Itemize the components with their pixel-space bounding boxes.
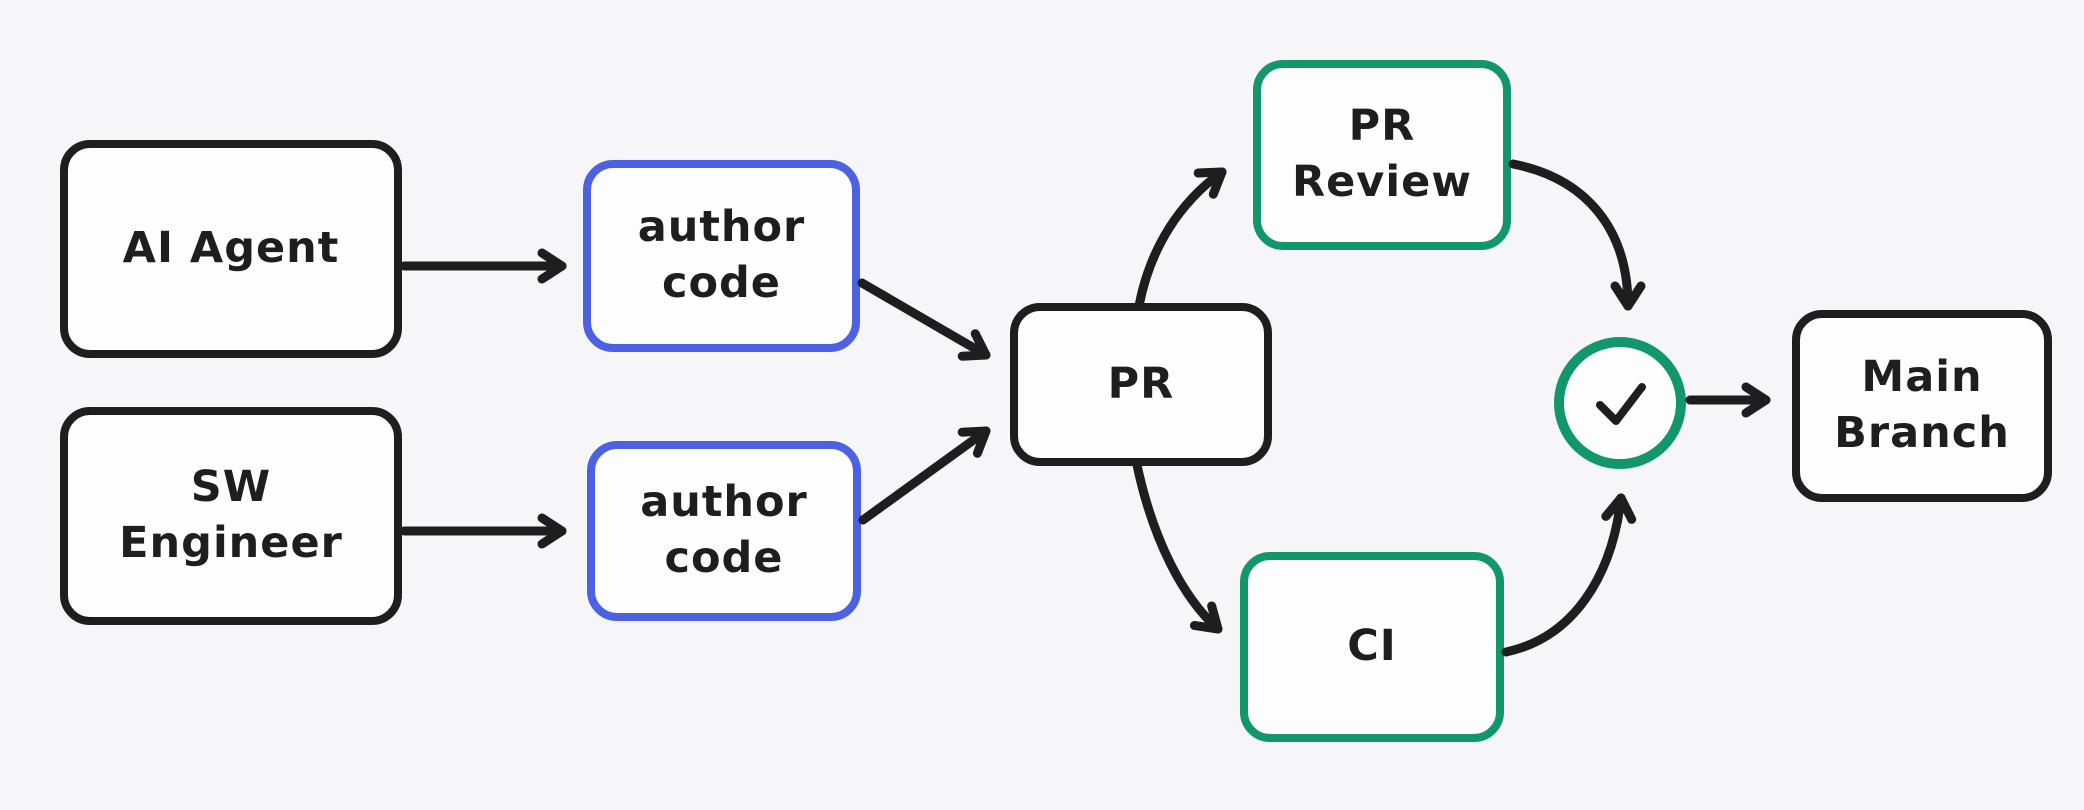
node-ci: CI [1240, 552, 1504, 742]
checkmark-icon [1596, 383, 1646, 425]
node-pr-review: PR Review [1253, 60, 1511, 250]
node-sw-engineer: SW Engineer [60, 407, 402, 625]
edge-pr-to-ci [1132, 460, 1223, 634]
node-author-code-top: author code [583, 160, 860, 352]
edge-author-code-bottom-to-pr [858, 426, 991, 525]
node-check-circle [1554, 337, 1686, 469]
node-pr-label: PR [1107, 358, 1175, 409]
edge-pr-to-pr-review [1134, 167, 1227, 311]
node-ai-agent-label: AI Agent [122, 223, 340, 274]
edge-author-code-top-to-pr [857, 278, 991, 361]
edge-pr-review-to-check [1508, 159, 1646, 311]
node-pr-review-label: PR Review [1292, 101, 1472, 207]
node-main-branch: Main Branch [1792, 310, 2052, 502]
node-ci-label: CI [1347, 621, 1397, 672]
node-ai-agent: AI Agent [60, 140, 402, 358]
node-author-code-bottom-label: author code [640, 477, 808, 583]
node-author-code-top-label: author code [637, 202, 806, 308]
node-main-branch-label: Main Branch [1834, 352, 2010, 458]
node-author-code-bottom: author code [587, 441, 861, 621]
node-sw-engineer-label: SW Engineer [119, 462, 343, 568]
node-pr: PR [1010, 303, 1272, 466]
edge-ci-to-check [1501, 493, 1637, 657]
